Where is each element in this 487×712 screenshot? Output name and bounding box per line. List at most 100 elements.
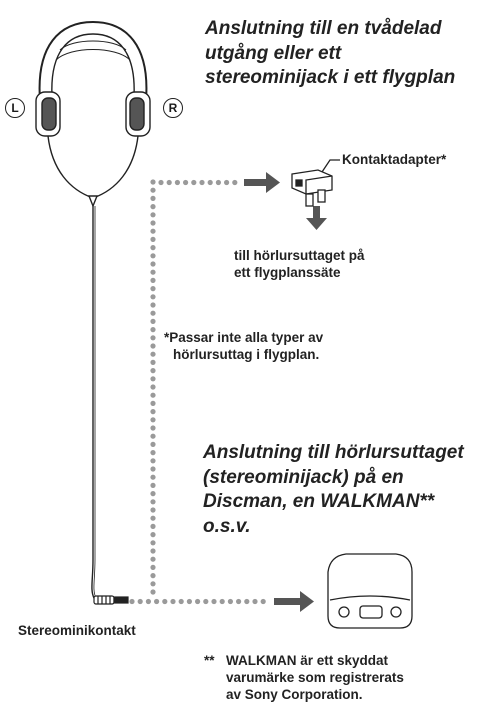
text-line: *Passar inte alla typer av bbox=[164, 330, 324, 345]
path-dot bbox=[227, 598, 233, 605]
path-dot bbox=[150, 507, 156, 513]
path-dot bbox=[150, 474, 156, 480]
adapter-label: Kontaktadapter* bbox=[342, 152, 447, 167]
heading-line: (stereominijack) på en bbox=[203, 466, 404, 488]
path-dot bbox=[150, 286, 156, 292]
text-line: varumärke som registrerats bbox=[226, 670, 404, 685]
path-dot bbox=[150, 515, 156, 521]
path-dot bbox=[186, 598, 192, 605]
path-dot bbox=[191, 179, 197, 186]
path-dot bbox=[244, 598, 250, 605]
path-dot bbox=[150, 195, 156, 201]
path-dot bbox=[150, 343, 156, 349]
path-dot bbox=[203, 598, 209, 605]
path-dot bbox=[150, 491, 156, 497]
path-dot bbox=[150, 548, 156, 554]
airplane-socket-text: till hörlursuttaget på ett flygplanssäte bbox=[234, 247, 365, 281]
path-dot bbox=[150, 499, 156, 505]
dotted-connection-path bbox=[129, 179, 266, 605]
path-dot bbox=[150, 556, 156, 562]
path-dot bbox=[150, 384, 156, 390]
path-dot bbox=[199, 179, 205, 186]
path-dot bbox=[150, 277, 156, 283]
path-dot bbox=[207, 179, 213, 186]
path-dot bbox=[150, 589, 156, 595]
path-dot bbox=[150, 253, 156, 259]
path-dot bbox=[150, 351, 156, 357]
adapter-footnote: *Passar inte alla typer av hörlursuttag … bbox=[164, 329, 323, 363]
path-dot bbox=[195, 598, 201, 605]
path-dot bbox=[232, 179, 238, 186]
path-dot bbox=[150, 179, 156, 185]
heading-line: o.s.v. bbox=[203, 515, 251, 537]
path-dot bbox=[150, 294, 156, 300]
path-dot bbox=[150, 523, 156, 530]
path-dot bbox=[150, 458, 156, 464]
path-dot bbox=[150, 532, 156, 538]
path-dot bbox=[260, 598, 266, 605]
arrow-right-icon bbox=[244, 172, 280, 193]
left-ear-label: L bbox=[11, 101, 19, 115]
path-dot bbox=[170, 598, 176, 605]
text-line: WALKMAN är ett skyddat bbox=[226, 653, 389, 668]
adapter-icon bbox=[291, 159, 340, 207]
path-dot bbox=[150, 450, 156, 456]
path-dot bbox=[150, 236, 156, 242]
path-dot bbox=[150, 359, 156, 365]
path-dot bbox=[150, 318, 156, 324]
path-dot bbox=[150, 220, 156, 226]
path-dot bbox=[150, 425, 156, 431]
text-line: till hörlursuttaget på bbox=[234, 248, 365, 263]
path-dot bbox=[150, 417, 156, 423]
path-dot bbox=[174, 179, 180, 186]
path-dot bbox=[150, 409, 156, 415]
path-dot bbox=[236, 598, 242, 605]
path-dot bbox=[224, 179, 230, 186]
path-dot bbox=[150, 212, 156, 218]
path-dot bbox=[150, 204, 156, 210]
path-dot bbox=[158, 179, 164, 186]
path-dot bbox=[162, 598, 168, 605]
path-dot bbox=[150, 269, 156, 275]
path-dot bbox=[150, 573, 156, 579]
path-dot bbox=[150, 433, 156, 439]
heading-discman-connection: Anslutning till hörlursuttaget (stereomi… bbox=[203, 441, 487, 539]
right-ear-marker: R bbox=[163, 98, 183, 118]
path-dot bbox=[150, 466, 156, 472]
path-dot bbox=[137, 598, 143, 605]
path-dot bbox=[150, 441, 156, 447]
heading-line: Anslutning till hörlursuttaget bbox=[203, 442, 464, 463]
heading-line: utgång eller ett bbox=[205, 42, 342, 64]
plug-label: Stereominikontakt bbox=[18, 623, 136, 638]
path-dot bbox=[150, 261, 156, 267]
path-dot bbox=[145, 598, 151, 605]
path-dot bbox=[154, 598, 160, 605]
discman-icon bbox=[327, 553, 413, 629]
path-dot bbox=[129, 598, 135, 605]
path-dot bbox=[150, 302, 156, 308]
path-dot bbox=[150, 400, 156, 406]
walkman-footnote: ** WALKMAN är ett skyddat varumärke som … bbox=[204, 652, 404, 703]
footnote-mark: ** bbox=[204, 653, 215, 668]
path-dot bbox=[150, 335, 156, 341]
heading-line: Anslutning till en tvådelad bbox=[205, 18, 442, 39]
plug-icon bbox=[93, 595, 129, 605]
path-dot bbox=[211, 598, 217, 605]
arrow-right-icon bbox=[274, 591, 314, 612]
path-dot bbox=[150, 376, 156, 382]
path-dot bbox=[150, 228, 156, 234]
path-dot bbox=[183, 179, 189, 186]
path-dot bbox=[178, 598, 184, 605]
text-line: ett flygplanssäte bbox=[234, 265, 341, 280]
path-dot bbox=[150, 564, 156, 571]
path-dot bbox=[150, 310, 156, 316]
arrow-down-icon bbox=[306, 206, 327, 230]
path-dot bbox=[150, 327, 156, 333]
path-dot bbox=[252, 598, 258, 605]
path-dot bbox=[166, 179, 172, 186]
path-dot bbox=[219, 598, 225, 605]
heading-line: stereominijack i ett flygplan bbox=[205, 67, 456, 88]
heading-airplane-connection: Anslutning till en tvådelad utgång eller… bbox=[205, 17, 485, 91]
right-ear-label: R bbox=[168, 101, 178, 115]
